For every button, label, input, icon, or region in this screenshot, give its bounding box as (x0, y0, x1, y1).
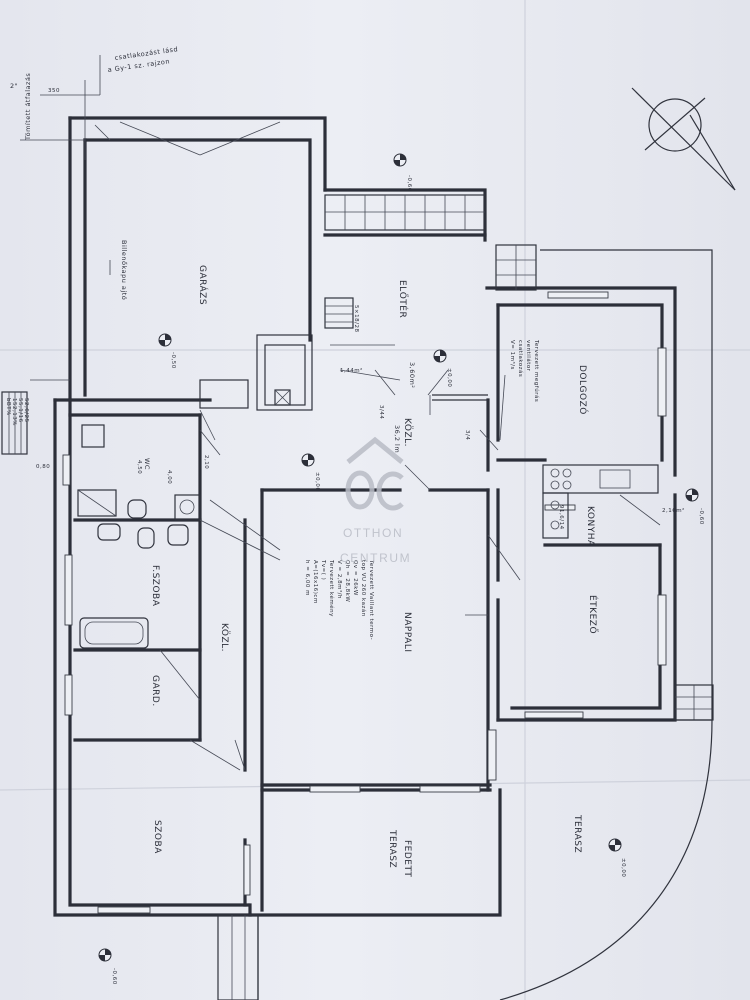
heating-line: Tervezett Vaillant termo- (368, 559, 374, 640)
room-living: NAPPALI (402, 612, 412, 653)
level-label: ±0,00 (314, 472, 320, 491)
chimney (274, 389, 291, 406)
inner-stair (324, 297, 354, 329)
dim-label: 3/4 (464, 430, 470, 440)
heating-line: A=(16x16)cm (312, 560, 318, 604)
hallway-area: 3,60m² (408, 362, 416, 388)
toilet-2 (137, 527, 155, 549)
room-terrace: TERASZ (572, 814, 582, 853)
room-bathroom: F.SZOBA (150, 565, 160, 607)
garage-roof-lines (109, 121, 281, 275)
level-label: -0,60 (111, 968, 117, 985)
study-note: Tervezett megfúrás ventilátor csatlakozá… (509, 339, 540, 402)
dim-label: 4,00 (166, 470, 172, 484)
outer-walls (53, 116, 677, 917)
room-bedroom: SZOBA (152, 820, 162, 854)
kitchen-counter (542, 464, 659, 539)
boiler-symbol (174, 494, 201, 521)
dim-label: 4,50 (136, 460, 142, 474)
dim-label: 5×18/28 (353, 305, 359, 332)
washbasin-2 (167, 524, 189, 546)
leader-lines (20, 55, 506, 616)
windows (62, 291, 667, 914)
table-cell: bBT% (5, 398, 11, 416)
dim-350: 350 (48, 88, 60, 94)
south-steps (217, 914, 259, 1000)
heating-line: Qh = 28,8kW (344, 560, 350, 602)
utility-box (81, 424, 105, 448)
level-marker (393, 153, 407, 167)
room-dining: ÉTKEZŐ (587, 595, 599, 634)
study-note-line: ventilátor (525, 340, 532, 372)
heating-line: Tervezett kémény (328, 559, 335, 617)
terrace-arc (499, 719, 713, 1000)
level-label: -0,50 (170, 352, 176, 369)
level-label: -0,60 (698, 508, 704, 525)
garage-door-note: Billenőkapu ajtó (120, 240, 129, 300)
level-marker (685, 488, 699, 502)
left-table-box (1, 391, 28, 455)
room-hallway: ELŐTÉR (397, 280, 409, 318)
study-note-line: V= 1m³/s (509, 340, 516, 370)
shower-tray (77, 489, 117, 517)
heating-line: top VU 260 kazán (360, 560, 367, 617)
north-arrow-icon (631, 87, 736, 191)
room-study: DOLGOZÓ (577, 365, 589, 415)
level-marker (608, 838, 622, 852)
room-garage: GARÁZS (197, 265, 209, 305)
level-label: ±0,00 (446, 368, 452, 387)
dim-label: 91,6/14 (558, 505, 564, 530)
dim-label: 2,10 (203, 455, 209, 469)
dim-label: 3/44 (378, 405, 384, 419)
table-cell: 55,1/16 (17, 398, 23, 423)
room-wardrobe: GARD. (150, 675, 160, 707)
corridor-area: 36,2 lm (393, 425, 401, 453)
left-note: Tömített átfalazás (24, 73, 32, 141)
heating-line: Qv = 26kW (352, 560, 358, 596)
heating-line: V = 2,8m³/h (336, 560, 343, 599)
study-note-line: csatlakozás (517, 340, 524, 377)
dim-label: 2,16m² (662, 507, 685, 514)
watermark-line1: OTTHON (343, 526, 403, 540)
room-corridor2: KÖZL. (219, 623, 230, 652)
entrance-steps (324, 194, 486, 231)
covered-terrace-line2: TERASZ (387, 829, 397, 868)
level-marker (98, 948, 112, 962)
bathtub (79, 617, 149, 649)
heating-line: h = 6,00 m (304, 560, 310, 596)
level-marker (158, 333, 172, 347)
room-wc: WC (143, 458, 151, 470)
study-note-line: Tervezett megfúrás (533, 339, 540, 402)
terrace-edge (540, 249, 713, 721)
doors (159, 369, 661, 771)
table-cell: 52,6/25 (23, 398, 29, 423)
toilet-1 (127, 499, 147, 519)
terrace-steps (674, 684, 714, 721)
level-marker (433, 349, 447, 363)
level-label: -0,60 (406, 175, 412, 192)
dim-label: 1,44m² (340, 367, 363, 374)
heating-line: Tv=( ) (320, 559, 326, 580)
left-num: 2" (10, 82, 18, 90)
room-corridor: KÖZL. (402, 418, 413, 447)
side-steps (495, 244, 537, 291)
table-cell: 152,13% (11, 398, 17, 426)
watermark-line2: CENTRUM (340, 551, 411, 565)
room-kitchen: KONYHA (585, 506, 595, 547)
dim-label: 0,80 (36, 464, 50, 470)
level-marker (301, 453, 315, 467)
covered-terrace-line1: FEDETT (402, 840, 412, 877)
watermark-logo: OTTHON CENTRUM (340, 436, 411, 565)
level-label: ±0,00 (620, 858, 626, 877)
heating-note: Tervezett Vaillant termo- top VU 260 kaz… (304, 559, 374, 640)
sink-1 (97, 523, 121, 541)
